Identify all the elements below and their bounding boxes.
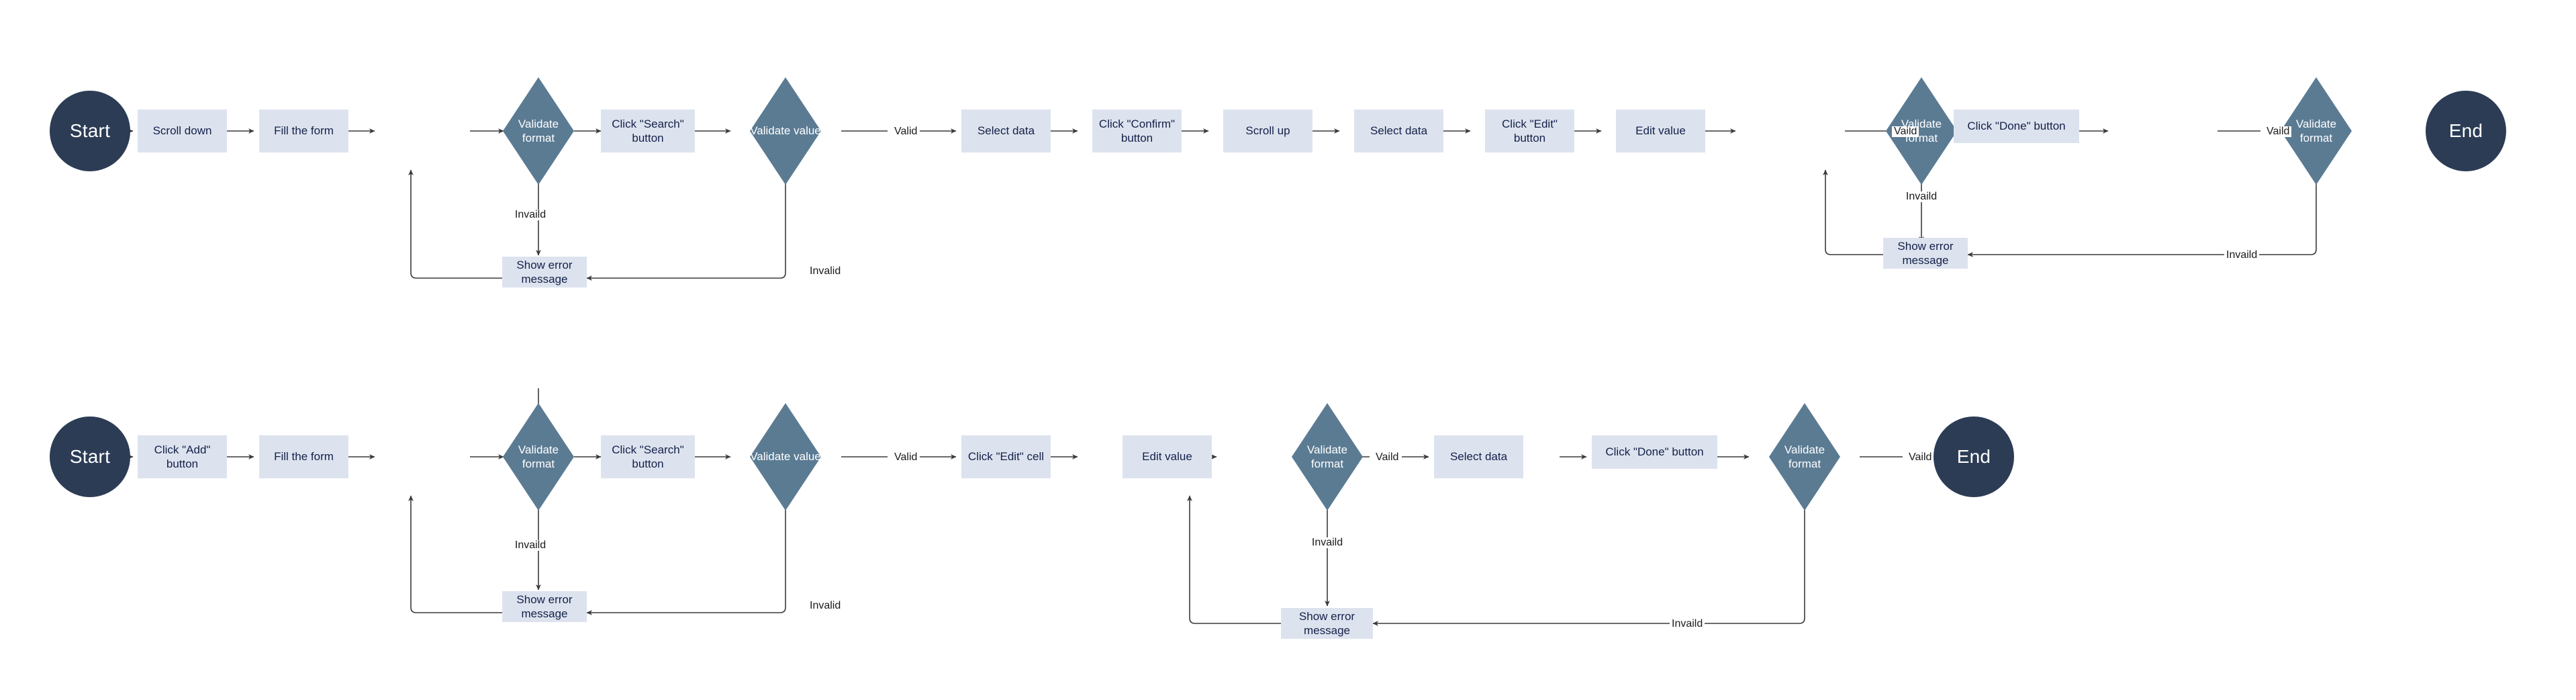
flow1-decision-validate-value[interactable]: Validate value [750,77,821,185]
flow2-step-click-edit-cell-label: Click "Edit" cell [967,450,1045,464]
flow2-show-error-message-1-label: Show error message [516,593,573,620]
flow2-step-click-add-button[interactable]: Click "Add" button [138,435,227,478]
flow2-decision-validate-format-1[interactable]: Validate format [503,403,574,511]
flow2-step-click-done-button-label: Click "Done" button [1605,445,1704,459]
flow1-edge-label-vaild-2: Vaild [2264,126,2292,137]
flow2-show-error-message-2[interactable]: Show error message [1281,608,1373,639]
flow1-decision-validate-format-2[interactable]: Validate format [1886,77,1957,185]
flow1-end-terminal[interactable]: End [2426,91,2506,171]
flow1-edge-label-invaild-2: Invaild [1903,191,1940,202]
flow1-step-edit-value[interactable]: Edit value [1616,110,1705,152]
flow1-edge-label-vaild-1: Vaild [1892,126,1919,137]
flow1-step-fill-the-form-label: Fill the form [274,124,334,138]
flow2-step-select-data[interactable]: Select data [1434,435,1523,478]
flow2-step-select-data-label: Select data [1449,450,1508,464]
flow2-edge-label-vaild-1: Vaild [1374,452,1401,463]
flow1-edge-label-invaild-1: Invaild [512,210,548,220]
flow2-step-click-edit-cell[interactable]: Click "Edit" cell [961,435,1051,478]
flow1-step-select-data-2[interactable]: Select data [1354,110,1443,152]
flow2-step-click-search-button-label: Click "Search" button [612,443,684,470]
flow1-step-click-edit-button-label: Click "Edit" button [1502,117,1558,144]
flow2-end-label: End [1956,446,1991,467]
flow1-edge-label-valid: Valid [892,126,920,137]
flow1-step-select-data-1-label: Select data [977,124,1035,138]
flow1-show-error-message-2[interactable]: Show error message [1883,238,1968,269]
flow2-decision-validate-format-1-label: Validate format [518,443,559,470]
flow1-start-terminal[interactable]: Start [50,91,130,171]
flow1-decision-validate-format-2-label: Validate format [1901,117,1942,144]
flow1-show-error-message-1-label: Show error message [516,258,573,286]
flow2-step-click-search-button[interactable]: Click "Search" button [601,435,695,478]
flow2-decision-validate-format-2-label: Validate format [1306,443,1348,470]
flow1-step-select-data-1[interactable]: Select data [961,110,1051,152]
flow1-step-scroll-down-label: Scroll down [152,124,212,138]
flow1-decision-validate-value-label: Validate value [750,124,821,138]
flow1-edge-label-invaild-3: Invaild [2224,250,2260,261]
flow1-step-scroll-up-label: Scroll up [1245,124,1290,138]
flow2-edge-label-vaild-2: Vaild [1907,452,1934,463]
flow2-end-terminal[interactable]: End [1934,417,2014,497]
flow1-decision-validate-format-3-label: Validate format [2295,117,2337,144]
flow1-start-label: Start [69,120,111,141]
flow1-end-label: End [2448,120,2483,141]
flow1-step-click-confirm-button[interactable]: Click "Confirm" button [1092,110,1182,152]
flow1-decision-validate-format-1[interactable]: Validate format [503,77,574,185]
flow2-step-fill-the-form-label: Fill the form [274,450,334,464]
flow2-edge-label-valid: Valid [892,452,920,463]
flow1-step-click-done-button[interactable]: Click "Done" button [1954,110,2079,143]
flow2-start-terminal[interactable]: Start [50,417,130,497]
flow2-decision-validate-format-3-label: Validate format [1784,443,1825,470]
flow2-show-error-message-2-label: Show error message [1298,609,1355,637]
flow2-edge-label-invaild-1: Invaild [512,540,548,551]
flow1-step-select-data-2-label: Select data [1370,124,1428,138]
flow1-decision-validate-format-1-label: Validate format [518,117,559,144]
flow1-decision-validate-format-3[interactable]: Validate format [2281,77,2352,185]
flow1-step-scroll-up[interactable]: Scroll up [1223,110,1313,152]
flow1-show-error-message-1[interactable]: Show error message [502,257,587,288]
flow2-edge-label-invaild-3: Invaild [1670,619,1705,629]
flow2-step-click-add-button-label: Click "Add" button [154,443,211,470]
flow2-edge-label-invaild-2: Invaild [1309,537,1345,548]
flow2-edge-label-invalid: Invalid [808,601,843,611]
flow1-step-click-edit-button[interactable]: Click "Edit" button [1485,110,1574,152]
flow1-step-click-done-button-label: Click "Done" button [1967,120,2066,133]
flow1-step-click-search-button[interactable]: Click "Search" button [601,110,695,152]
flow2-decision-validate-format-3[interactable]: Validate format [1769,403,1840,511]
flow1-step-scroll-down[interactable]: Scroll down [138,110,227,152]
flow2-decision-validate-format-2[interactable]: Validate format [1292,403,1363,511]
flow2-step-fill-the-form[interactable]: Fill the form [259,435,348,478]
flow2-decision-validate-value[interactable]: Validate value [750,403,821,511]
flow2-show-error-message-1[interactable]: Show error message [502,591,587,622]
flow2-step-edit-value-label: Edit value [1142,450,1192,464]
flow2-step-edit-value[interactable]: Edit value [1123,435,1212,478]
flow1-step-fill-the-form[interactable]: Fill the form [259,110,348,152]
flow1-step-click-search-button-label: Click "Search" button [612,117,684,144]
flow1-edge-label-invalid: Invalid [808,266,843,277]
flow2-start-label: Start [69,446,111,467]
flow2-decision-validate-value-label: Validate value [750,450,821,464]
flow1-show-error-message-2-label: Show error message [1897,239,1954,267]
flow1-step-edit-value-label: Edit value [1635,124,1686,138]
flow1-step-click-confirm-button-label: Click "Confirm" button [1098,117,1176,144]
flow2-step-click-done-button[interactable]: Click "Done" button [1592,435,1717,469]
